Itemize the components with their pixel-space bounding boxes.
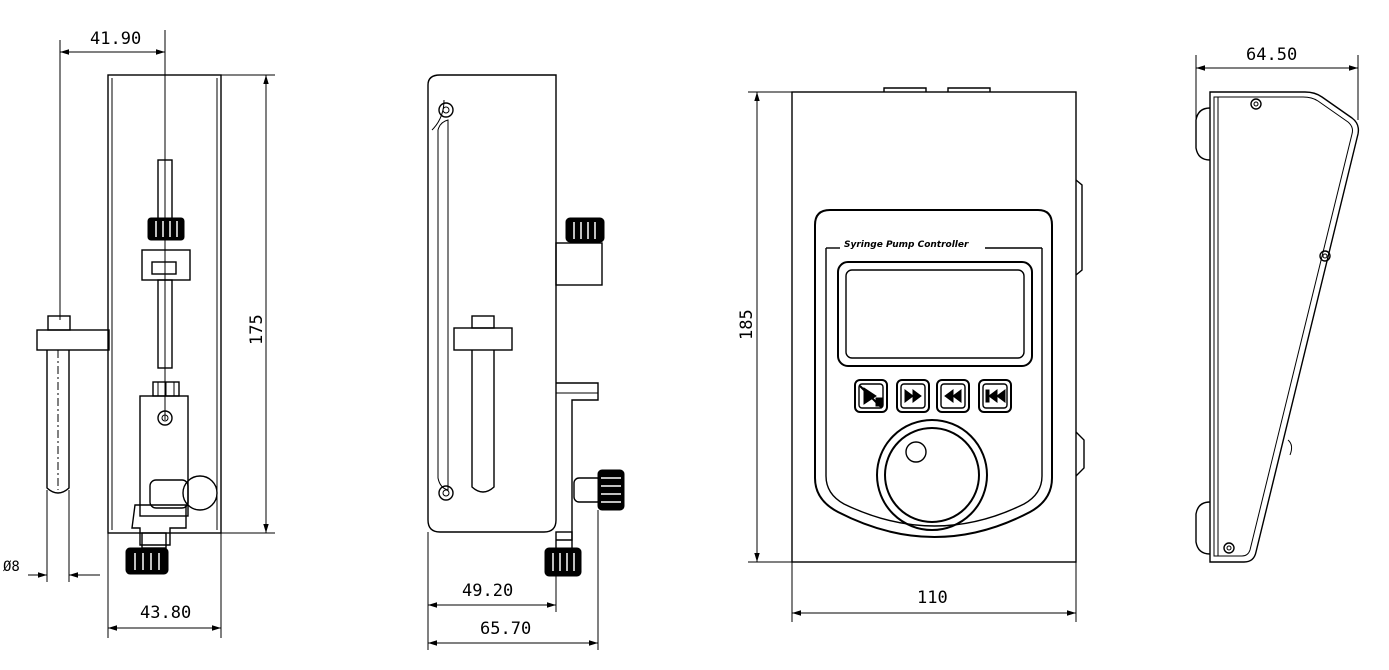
dim-65-70-label: 65.70: [480, 619, 531, 639]
rewind-icon: [944, 389, 962, 403]
dim-41-90-label: 41.90: [90, 29, 141, 49]
dim-175-label: 175: [247, 314, 267, 345]
dim-64-50-label: 64.50: [1246, 45, 1297, 65]
control-panel: [814, 209, 1053, 538]
lcd-display: [837, 261, 1033, 367]
middle-view-body: [427, 74, 557, 533]
dim-diameter-8-label: Ø8: [3, 559, 20, 575]
side-view-middle: 49.20 65.70: [427, 74, 625, 650]
dim-110-label: 110: [917, 588, 948, 608]
skip-back-button[interactable]: [978, 379, 1012, 413]
knurled-coupling: [147, 217, 185, 241]
front-view: Syringe Pump Controller: [737, 87, 1085, 622]
dim-49-20-label: 49.20: [462, 581, 513, 601]
dim-43-80-label: 43.80: [140, 603, 191, 623]
side-view-left: 41.90 175 Ø8 43.80: [3, 29, 275, 638]
panel-title: Syringe Pump Controller: [844, 240, 969, 250]
play-pause-button[interactable]: [854, 379, 888, 413]
fast-forward-button[interactable]: [896, 379, 930, 413]
rewind-button[interactable]: [936, 379, 970, 413]
side-view-right: 64.50: [1195, 45, 1360, 563]
rotary-knob[interactable]: [876, 419, 988, 531]
fast-forward-icon: [904, 389, 922, 403]
bottom-knurled-nut: [125, 547, 169, 575]
front-view-body: [791, 91, 1077, 563]
dim-185-label: 185: [737, 309, 757, 340]
skip-back-icon: [988, 389, 1006, 403]
right-view-body: [1209, 91, 1360, 563]
